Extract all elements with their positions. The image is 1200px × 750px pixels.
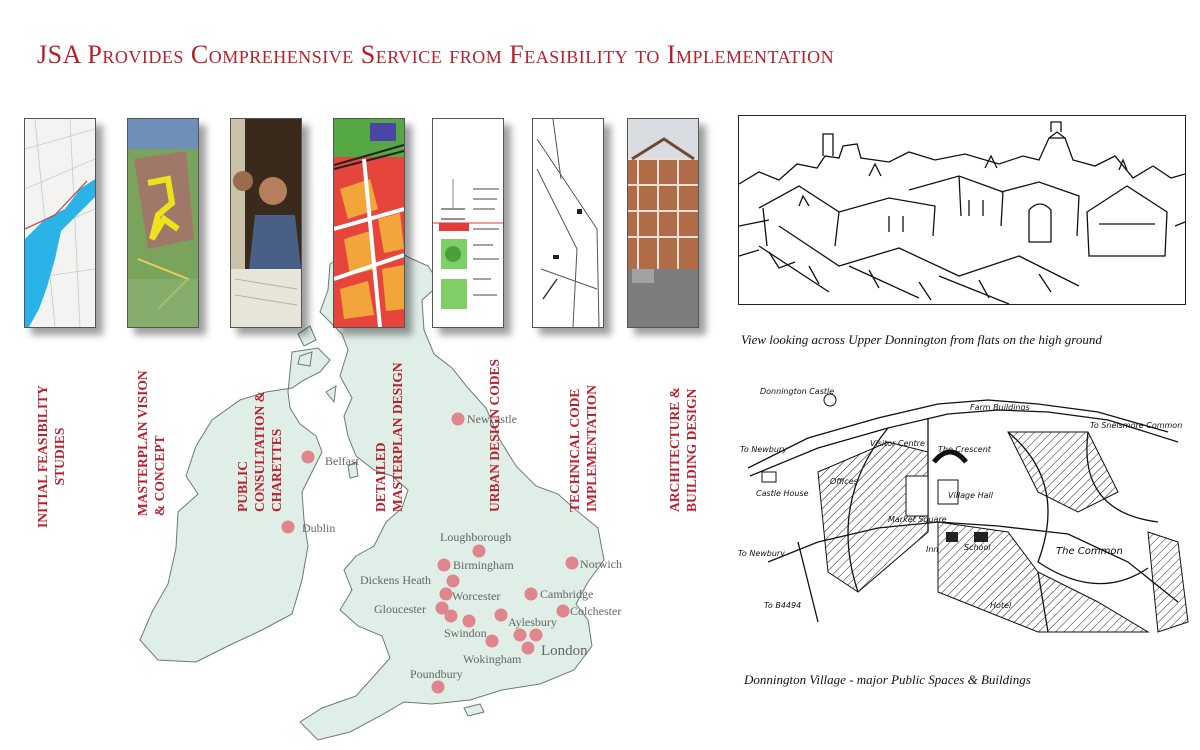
plan-label-castle-house: Castle House — [756, 489, 809, 498]
city-marker-london-3[interactable] — [521, 641, 535, 655]
city-label-gloucester: Gloucester — [374, 602, 426, 616]
plan-label-offices: Offices — [830, 477, 858, 486]
plan-label-to-newbury-1: To Newbury — [740, 445, 787, 454]
city-label-dublin: Dublin — [302, 521, 335, 535]
city-label-cambridge: Cambridge — [540, 587, 593, 601]
city-marker-dublin[interactable] — [281, 520, 295, 534]
city-marker-dickens-heath[interactable] — [446, 574, 460, 588]
plan-label-village-hall: Village Hall — [948, 491, 994, 500]
stage-image-detailed-masterplan — [333, 118, 405, 328]
city-marker-poundbury[interactable] — [431, 680, 445, 694]
stage-image-urban-design-codes — [432, 118, 504, 328]
stage-image-feasibility — [24, 118, 96, 328]
plan-label-inn: Inn — [926, 545, 939, 554]
city-marker-wokingham[interactable] — [485, 634, 499, 648]
page-title: JSA Provides Comprehensive Service from … — [37, 40, 835, 69]
city-marker-london-1[interactable] — [513, 628, 527, 642]
city-marker-birmingham[interactable] — [437, 558, 451, 572]
city-marker-london-2[interactable] — [529, 628, 543, 642]
city-marker-aylesbury[interactable] — [494, 608, 508, 622]
plan-sketch-drawing: Donnington Castle Farm Buildings Visitor… — [738, 387, 1189, 633]
stage-image-public-consultation — [230, 118, 302, 328]
plan-label-to-newbury-2: To Newbury — [738, 549, 785, 558]
stage-image-architecture — [627, 118, 699, 328]
city-label-worcester: Worcester — [452, 589, 500, 603]
city-label-swindon: Swindon — [444, 626, 487, 640]
city-marker-gloucester[interactable] — [435, 601, 449, 615]
stage-image-masterplan-vision — [127, 118, 199, 328]
city-marker-colchester[interactable] — [556, 604, 570, 618]
city-label-colchester: Colchester — [570, 604, 621, 618]
donnington-view-sketch — [738, 115, 1186, 305]
stage-label-public-consultation: PUBLIC CONSULTATION & CHARETTES — [235, 391, 284, 512]
sketch-top-caption: View looking across Upper Donnington fro… — [741, 332, 1102, 347]
city-label-newcastle: Newcastle — [467, 412, 517, 426]
city-marker-worcester[interactable] — [439, 587, 453, 601]
sketch-bottom-caption: Donnington Village - major Public Spaces… — [744, 672, 1031, 687]
island-north-1 — [297, 325, 317, 347]
city-label-norwich: Norwich — [580, 557, 622, 571]
city-label-belfast: Belfast — [325, 454, 360, 468]
stage-label-technical-code: TECHNICAL CODE IMPLEMENTATION — [567, 384, 599, 512]
plan-label-the-common: The Common — [1056, 546, 1123, 557]
city-marker-loughborough[interactable] — [472, 544, 486, 558]
city-marker-gloucester-2[interactable] — [444, 609, 458, 623]
island-north-3 — [325, 385, 337, 404]
city-label-dickens-heath: Dickens Heath — [360, 573, 431, 587]
city-label-birmingham: Birmingham — [453, 558, 514, 572]
plan-label-donnington-castle: Donnington Castle — [760, 387, 834, 396]
city-label-loughborough: Loughborough — [440, 530, 511, 544]
isle-of-man — [347, 461, 359, 479]
stage-label-detailed-masterplan: DETAILED MASTERPLAN DESIGN — [373, 362, 405, 512]
isle-of-wight — [463, 703, 485, 717]
great-britain-landmass — [299, 231, 605, 741]
stage-label-feasibility: INITIAL FEASIBILITY STUDIES — [35, 385, 67, 528]
plan-label-to-snelsmore: To Snelsmore Common — [1090, 421, 1182, 430]
plan-label-hotel: Hotel — [990, 601, 1012, 610]
ireland-landmass — [139, 347, 331, 663]
stage-image-technical-code — [532, 118, 604, 328]
island-north-2 — [297, 351, 313, 367]
stage-label-architecture: ARCHITECTURE & BUILDING DESIGN — [667, 387, 699, 512]
city-marker-swindon[interactable] — [462, 614, 476, 628]
donnington-plan-sketch: Donnington Castle Farm Buildings Visitor… — [738, 372, 1194, 654]
plan-label-school: School — [964, 543, 991, 552]
city-marker-cambridge[interactable] — [524, 587, 538, 601]
city-marker-norwich[interactable] — [565, 556, 579, 570]
plan-label-market-square: Market Square — [888, 515, 947, 524]
plan-label-farm-buildings: Farm Buildings — [970, 403, 1030, 412]
city-label-poundbury: Poundbury — [410, 667, 463, 681]
view-sketch-drawing — [739, 121, 1185, 304]
stage-label-masterplan-vision: MASTERPLAN VISION & CONCEPT — [135, 370, 167, 516]
city-label-wokingham: Wokingham — [463, 652, 522, 666]
city-label-aylesbury: Aylesbury — [508, 615, 557, 629]
city-marker-newcastle[interactable] — [451, 412, 465, 426]
plan-label-visitor-centre: Visitor Centre — [870, 439, 925, 448]
city-marker-belfast[interactable] — [301, 450, 315, 464]
plan-label-to-b4494: To B4494 — [764, 601, 801, 610]
stage-label-urban-design-codes: URBAN DESIGN CODES — [487, 358, 502, 512]
city-label-london: London — [541, 643, 588, 659]
plan-label-crescent: The Crescent — [938, 445, 992, 454]
